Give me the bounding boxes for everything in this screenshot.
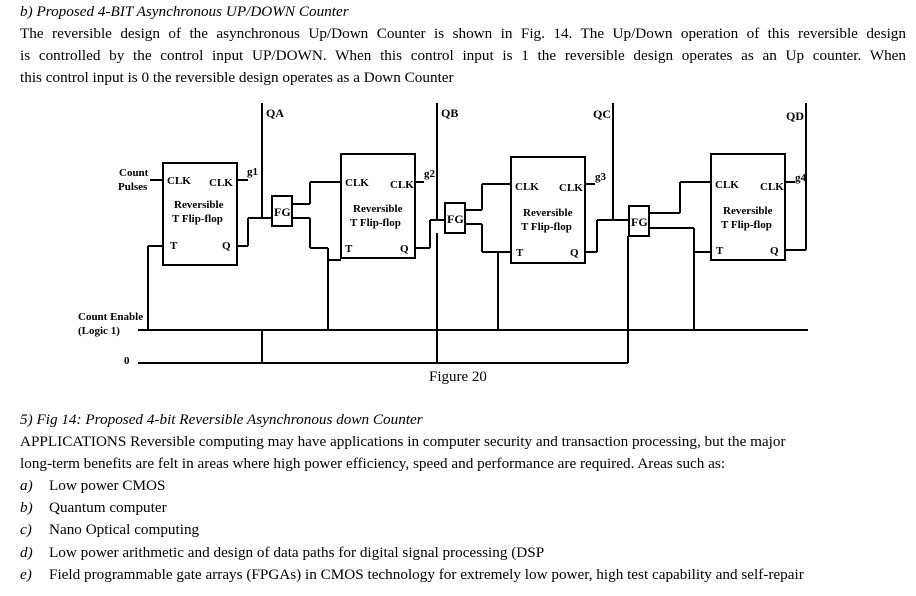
ff-t-label: T — [345, 243, 353, 255]
paragraph-line: The reversible design of the asynchronou… — [20, 25, 906, 42]
fg-label: FG — [447, 212, 464, 226]
paragraph-line: this control input is 0 the reversible d… — [20, 69, 454, 86]
ff-clk-in-label: CLK — [167, 175, 191, 187]
ff-clk-out-label: CLK — [390, 179, 414, 191]
ff-title-line2: T Flip-flop — [721, 219, 772, 231]
flipflop-box — [162, 162, 238, 266]
ff-clk-in-label: CLK — [345, 177, 369, 189]
garbage-output-label: g4 — [795, 172, 807, 184]
list-marker: d) — [20, 544, 33, 561]
ff-q-label: Q — [222, 240, 231, 252]
ff-title-line1: Reversible — [723, 205, 773, 217]
list-item: b) Quantum computer — [20, 498, 167, 518]
ff-q-label: Q — [770, 245, 779, 257]
fg-label: FG — [631, 215, 648, 229]
list-marker: c) — [20, 521, 32, 538]
list-item: a) Low power CMOS — [20, 476, 165, 496]
ff-clk-out-label: CLK — [209, 177, 233, 189]
ff-t-label: T — [716, 245, 724, 257]
count-label: Count — [119, 167, 149, 179]
list-item-text: Nano Optical computing — [49, 521, 200, 538]
paragraph-line: long-term benefits are felt in areas whe… — [20, 455, 726, 472]
fg-box — [271, 195, 293, 227]
ff-t-label: T — [516, 247, 524, 259]
pulses-label: Pulses — [118, 181, 148, 193]
flipflop-box — [340, 153, 416, 259]
ff-q-label: Q — [400, 243, 409, 255]
output-qa-label: QA — [266, 106, 284, 120]
list-marker: b) — [20, 499, 33, 516]
garbage-output-label: g3 — [595, 171, 607, 183]
ff-clk-in-label: CLK — [715, 179, 739, 191]
ff-clk-out-label: CLK — [760, 181, 784, 193]
logic1-label: (Logic 1) — [78, 325, 120, 337]
ff-clk-in-label: CLK — [515, 181, 539, 193]
figure-caption-heading: 5) Fig 14: Proposed 4-bit Reversible Asy… — [20, 411, 423, 428]
ff-q-label: Q — [570, 247, 579, 259]
ff-title-line1: Reversible — [353, 203, 403, 215]
garbage-output-label: g1 — [247, 166, 258, 178]
ff-title-line1: Reversible — [174, 199, 224, 211]
paragraph-line: is controlled by the control input UP/DO… — [20, 47, 906, 64]
list-marker: e) — [20, 566, 32, 583]
section-heading: b) Proposed 4-BIT Asynchronous UP/DOWN C… — [20, 3, 349, 20]
ff-title-line2: T Flip-flop — [350, 217, 401, 229]
output-qd-label: QD — [786, 109, 804, 123]
counter-circuit-diagram: Count Pulses Count Enable (Logic 1) 0 CL… — [78, 103, 808, 385]
flipflop-box — [510, 156, 586, 264]
ff-title-line2: T Flip-flop — [521, 221, 572, 233]
ff-t-label: T — [170, 240, 178, 252]
ff-title-line1: Reversible — [523, 207, 573, 219]
ff-clk-out-label: CLK — [559, 182, 583, 194]
list-item-text: Low power arithmetic and design of data … — [49, 544, 545, 561]
fg-box — [444, 202, 466, 234]
list-item-text: Low power CMOS — [49, 477, 166, 494]
garbage-output-label: g2 — [424, 168, 436, 180]
paragraph-line: APPLICATIONS Reversible computing may ha… — [20, 433, 786, 450]
figure-caption: Figure 20 — [429, 369, 487, 385]
list-item: d) Low power arithmetic and design of dat… — [20, 543, 544, 563]
list-item: c) Nano Optical computing — [20, 520, 199, 540]
ff-title-line2: T Flip-flop — [172, 213, 223, 225]
fg-label: FG — [274, 205, 291, 219]
flipflop-box — [710, 153, 786, 261]
list-item: e) Field programmable gate arrays (FPGAs)… — [20, 565, 804, 585]
list-marker: a) — [20, 477, 33, 494]
zero-label: 0 — [124, 355, 130, 367]
output-qc-label: QC — [593, 107, 611, 121]
list-item-text: Field programmable gate arrays (FPGAs) i… — [49, 566, 804, 583]
output-qb-label: QB — [441, 106, 458, 120]
count-enable-label: Count Enable — [78, 311, 143, 323]
list-item-text: Quantum computer — [49, 499, 167, 516]
